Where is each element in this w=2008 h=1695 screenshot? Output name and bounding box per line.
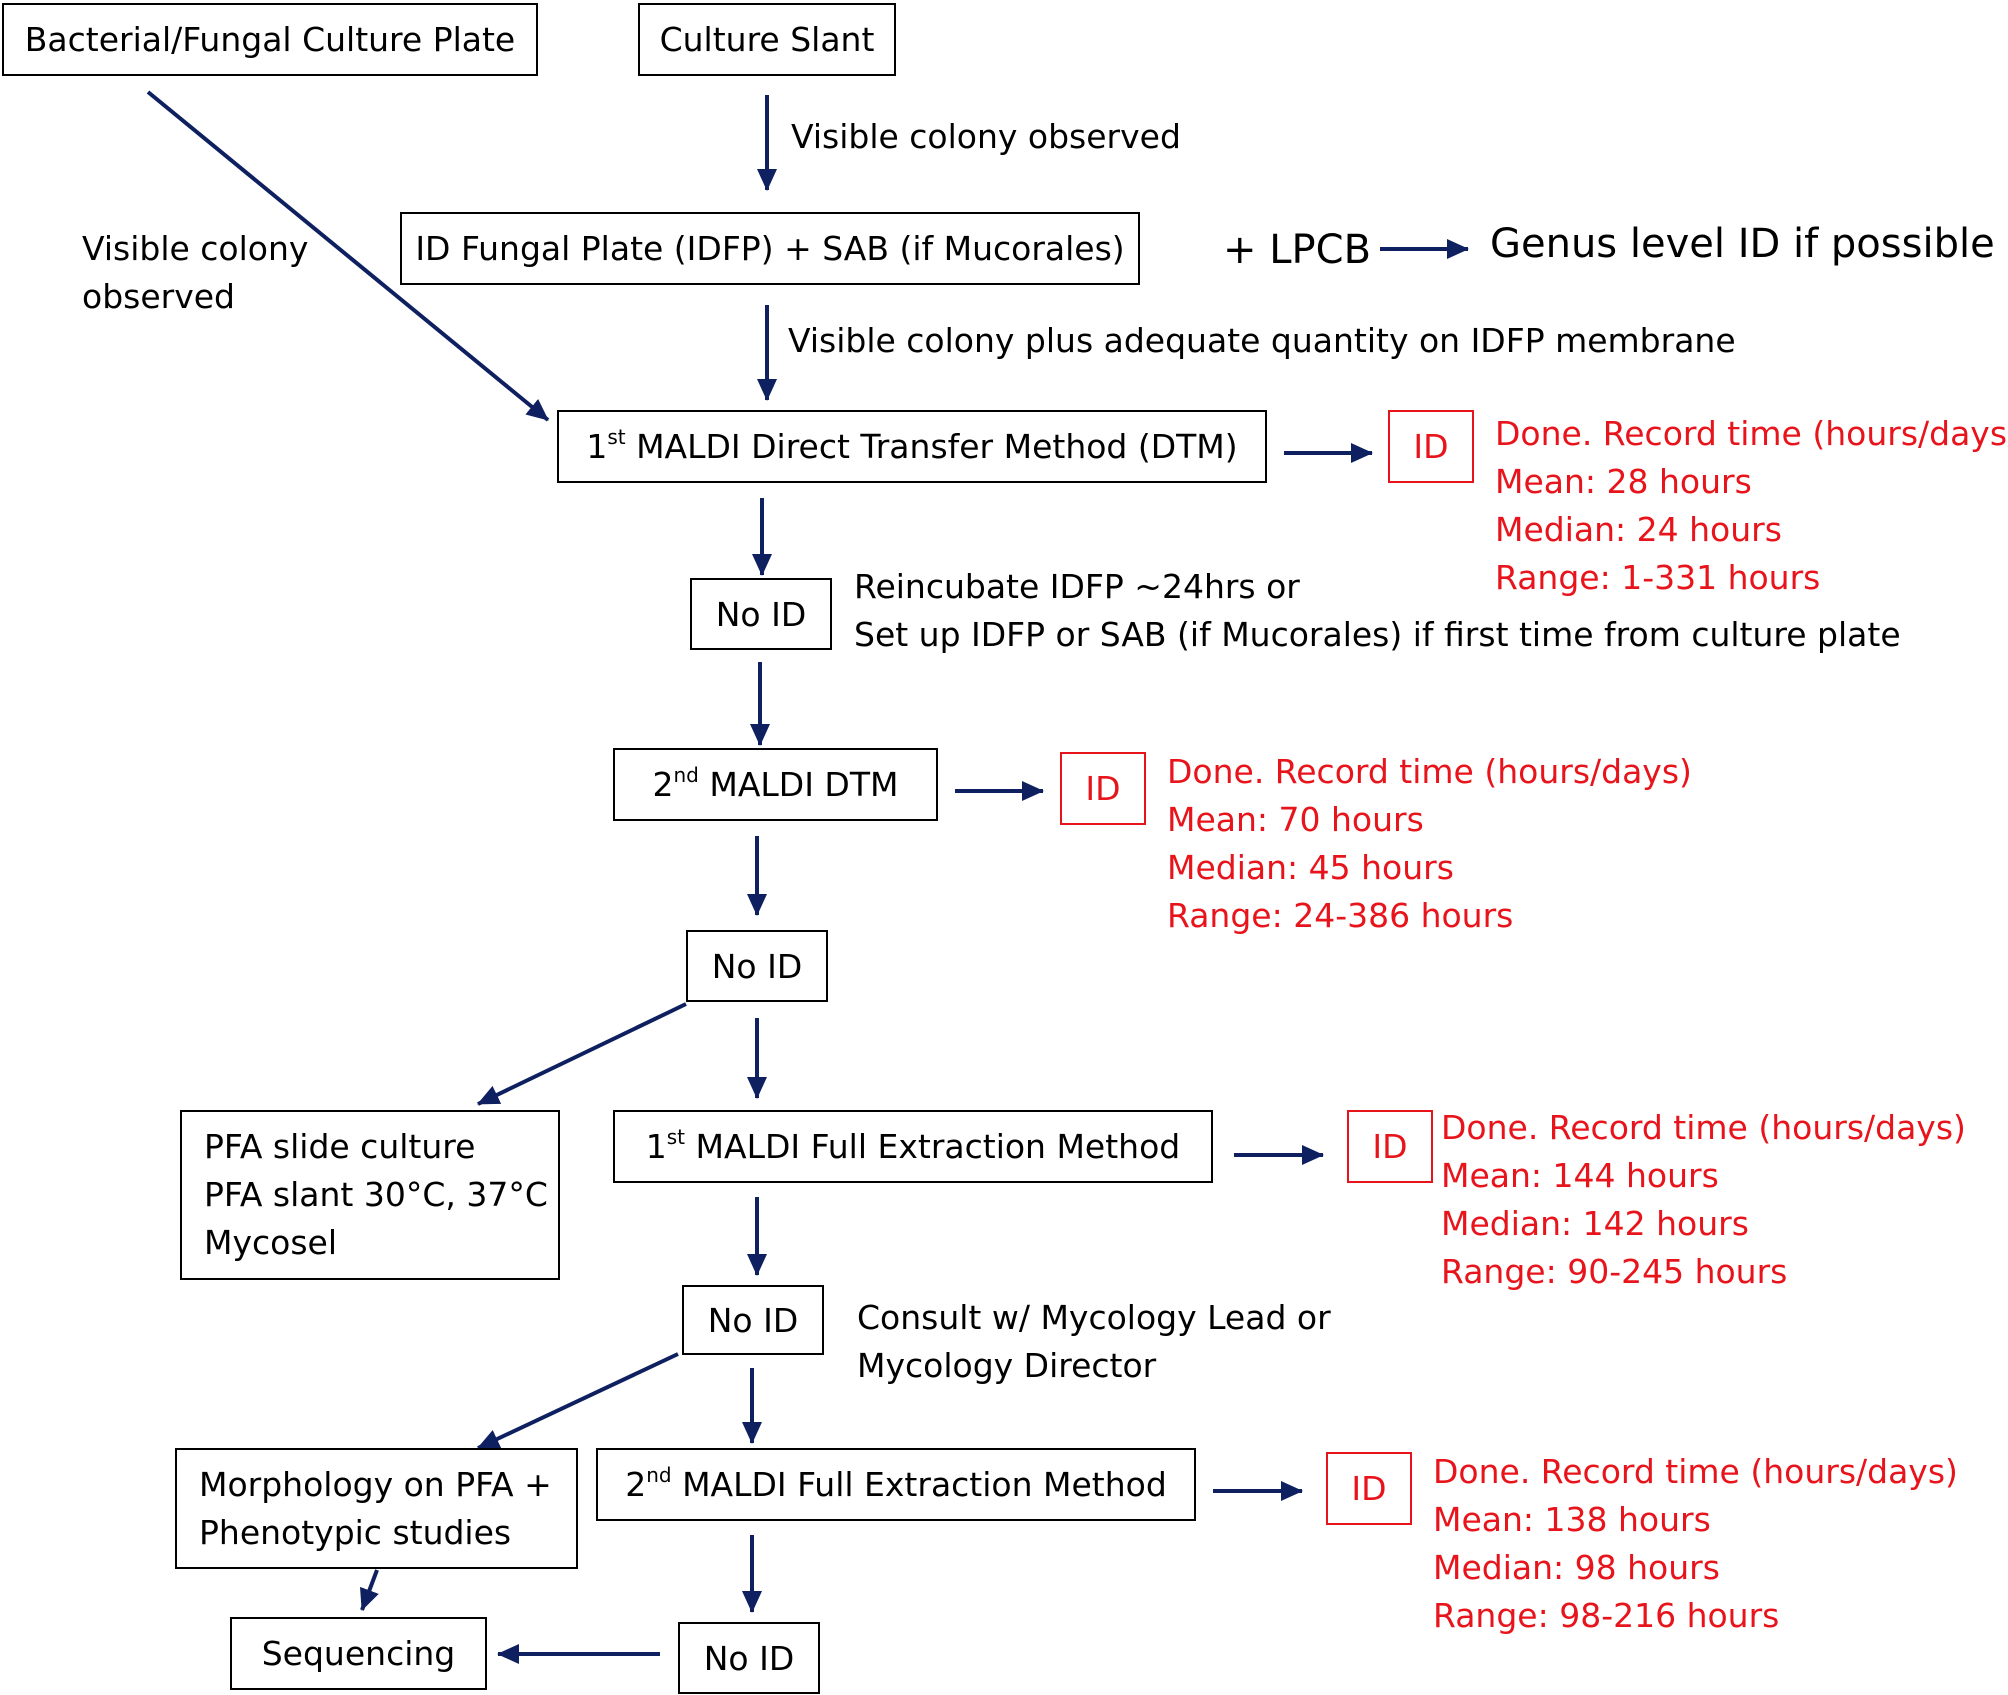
morphology-box: Morphology on PFA + Phenotypic studies [175,1448,578,1569]
dtm2-label: 2nd MALDI DTM [652,763,899,804]
result2-text: Done. Record time (hours/days) Mean: 70 … [1167,752,1692,935]
arrow-morphology-to-sequencing [360,1569,379,1611]
visible-colony-left-label: Visible colony observed [82,229,309,316]
result3-text: Done. Record time (hours/days) Mean: 144… [1441,1108,1966,1291]
pfa-box: PFA slide culture PFA slant 30°C, 37°C M… [180,1110,560,1280]
consult-label: Consult w/ Mycology Lead or Mycology Dir… [857,1298,1331,1385]
reincubate-label: Reincubate IDFP ~24hrs or Set up IDFP or… [854,567,1901,654]
no-id-box-2: No ID [686,930,828,1002]
result2-id-box: ID [1060,752,1146,825]
sequencing-box: Sequencing [230,1617,487,1690]
result1-text: Done. Record time (hours/days) Mean: 28 … [1495,414,2008,597]
result1-id-box: ID [1388,410,1474,483]
genus-id-label: Genus level ID if possible [1490,221,1995,267]
culture-plate-label: Bacterial/Fungal Culture Plate [24,20,516,59]
lpcb-label: + LPCB [1223,227,1372,273]
fem1-label: 1st MALDI Full Extraction Method [645,1125,1181,1166]
dtm1-box: 1st MALDI Direct Transfer Method (DTM) [557,410,1267,483]
result4-text: Done. Record time (hours/days) Mean: 138… [1433,1452,1958,1635]
dtm2-box: 2nd MALDI DTM [613,748,938,821]
visible-colony-top-label: Visible colony observed [791,117,1181,156]
idfp-label: ID Fungal Plate (IDFP) + SAB (if Mucoral… [415,229,1125,268]
no-id-box-3: No ID [682,1285,824,1355]
arrow-plate-to-dtm1 [146,90,550,422]
no-id-box-1: No ID [690,578,832,650]
result3-id-box: ID [1347,1110,1433,1183]
fem1-box: 1st MALDI Full Extraction Method [613,1110,1213,1183]
visible-colony-idfp-label: Visible colony plus adequate quantity on… [788,321,1736,360]
arrow-noid2-to-pfa [477,1002,687,1106]
dtm1-label: 1st MALDI Direct Transfer Method (DTM) [586,425,1238,466]
culture-slant-label: Culture Slant [659,20,875,59]
fem2-label: 2nd MALDI Full Extraction Method [625,1463,1167,1504]
culture-plate-box: Bacterial/Fungal Culture Plate [2,3,538,76]
fem2-box: 2nd MALDI Full Extraction Method [596,1448,1196,1521]
arrow-noid3-to-morphology [477,1352,679,1450]
culture-slant-box: Culture Slant [638,3,896,76]
no-id-box-4: No ID [678,1622,820,1694]
result4-id-box: ID [1326,1452,1412,1525]
idfp-box: ID Fungal Plate (IDFP) + SAB (if Mucoral… [400,212,1140,285]
